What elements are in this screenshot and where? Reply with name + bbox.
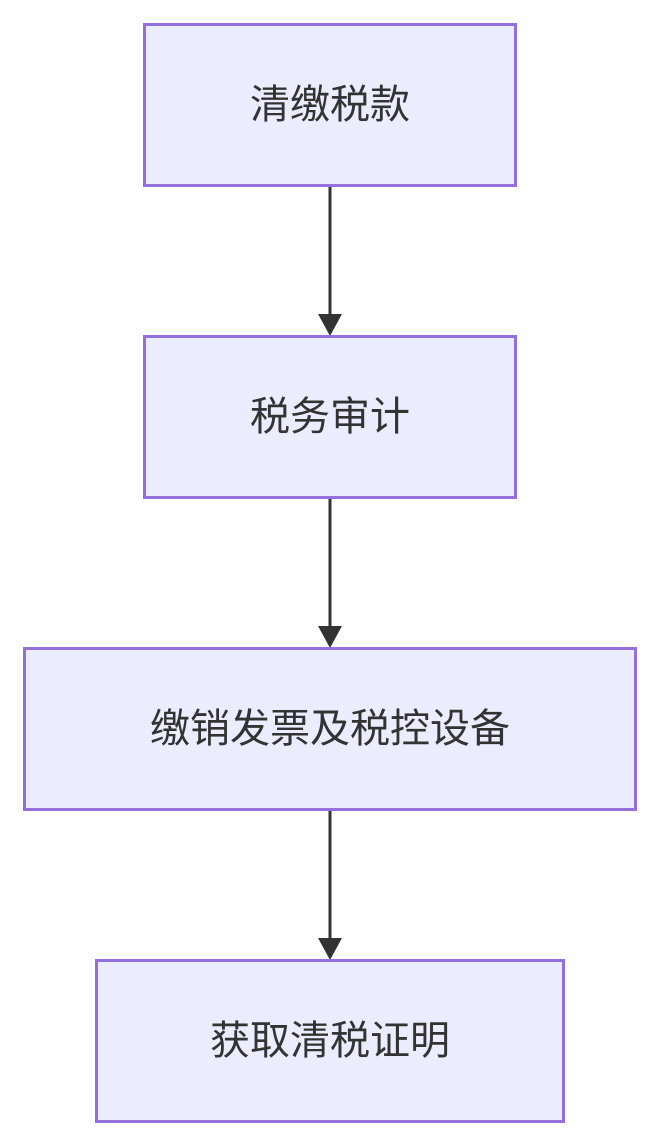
node-label: 清缴税款 (250, 82, 410, 128)
edge-n2-n3 (318, 499, 342, 648)
node-label: 获取清税证明 (210, 1018, 450, 1064)
node-label: 税务审计 (250, 394, 410, 440)
node-label: 缴销发票及税控设备 (150, 706, 510, 752)
flow-node-tax-clearance-certificate: 获取清税证明 (95, 959, 565, 1123)
flow-node-tax-audit: 税务审计 (143, 335, 517, 499)
flow-node-cancel-invoices: 缴销发票及税控设备 (23, 647, 637, 811)
arrowhead-icon (318, 626, 342, 648)
flow-node-pay-taxes: 清缴税款 (143, 23, 517, 187)
edge-n1-n2 (318, 187, 342, 336)
arrowhead-icon (318, 314, 342, 336)
edge-n3-n4 (318, 811, 342, 960)
arrowhead-icon (318, 938, 342, 960)
